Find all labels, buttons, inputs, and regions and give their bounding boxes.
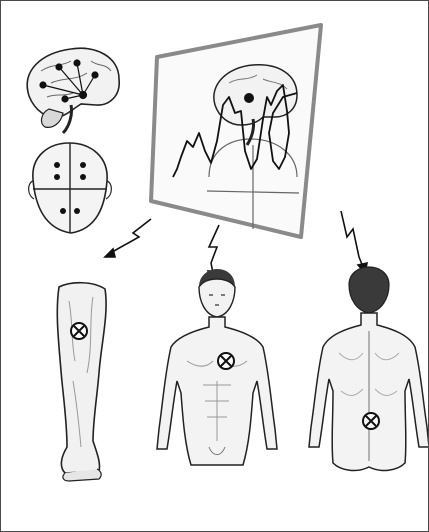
circled-x-marker-icon	[363, 413, 379, 429]
head-top-view-icon	[29, 143, 112, 233]
back-torso-figure	[309, 267, 428, 470]
circled-x-marker-icon	[71, 323, 87, 339]
front-torso-figure	[157, 269, 277, 465]
circled-x-marker-icon	[218, 353, 234, 369]
lightning-bolt-icon	[341, 211, 367, 273]
brain-side-view-icon	[27, 48, 119, 133]
leg-figure	[57, 283, 106, 481]
projection-screen-icon	[151, 25, 321, 237]
lightning-bolt-icon	[105, 219, 151, 257]
